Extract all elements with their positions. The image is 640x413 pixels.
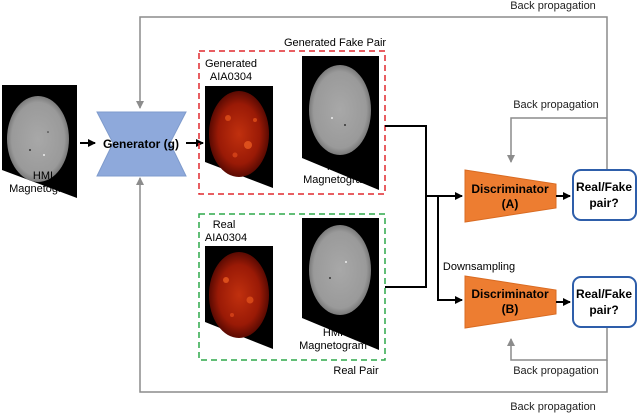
backprop-bottom-label: Back propagation <box>510 401 596 413</box>
generator-label: Generator (g) <box>103 137 179 151</box>
discriminator-b-line1: Discriminator <box>471 287 549 301</box>
real-aia-label-line2: AIA0304 <box>205 232 247 244</box>
output-a-box <box>572 169 637 221</box>
real-hmi-image <box>302 218 379 350</box>
discriminator-a-line2: (A) <box>502 197 519 211</box>
backprop-lower-label: Back propagation <box>513 365 599 377</box>
connector-real-pair <box>385 196 427 288</box>
fake-pair-box <box>198 50 386 195</box>
backprop-bottom-loop <box>136 177 608 393</box>
fake-aia-label-line2: AIA0304 <box>210 71 252 83</box>
discriminator-a-block <box>464 169 557 223</box>
downsampling-label: Downsampling <box>443 261 515 273</box>
fake-hmi-label-line1: HMI <box>327 161 347 173</box>
real-hmi-label-line2: Magnetogram <box>299 340 367 352</box>
fake-hmi-label-line2: Magnetogram <box>303 174 371 186</box>
backprop-top-loop <box>136 16 608 170</box>
output-b-line2: pair? <box>589 303 618 317</box>
discriminator-b-block <box>464 275 557 329</box>
real-hmi-label-line1: HMI <box>323 327 343 339</box>
output-b-line1: Real/Fake <box>576 287 632 301</box>
output-a-line1: Real/Fake <box>576 180 632 194</box>
real-pair-box <box>198 213 386 361</box>
backprop-upper-loop <box>507 117 607 163</box>
backprop-top-label: Back propagation <box>510 0 596 12</box>
fake-hmi-image <box>302 56 379 190</box>
output-b-box <box>572 276 637 328</box>
input-hmi-image <box>2 85 77 198</box>
connector-fake-pair <box>385 125 427 196</box>
fake-aia-label-line1: Generated <box>205 58 257 70</box>
input-label-line1: HMI <box>33 170 53 182</box>
backprop-lower-loop <box>507 328 608 361</box>
input-label-line2: Magnetogram <box>9 183 77 195</box>
generated-aia-image <box>205 86 273 188</box>
arrow-to-discriminator-b <box>437 196 463 304</box>
discriminator-b-line2: (B) <box>502 302 519 316</box>
discriminator-a-line1: Discriminator <box>471 182 549 196</box>
backprop-upper-label: Back propagation <box>513 99 599 111</box>
real-pair-caption: Real Pair <box>333 365 379 377</box>
generator-block <box>96 111 187 177</box>
output-a-line2: pair? <box>589 196 618 210</box>
real-aia-label-line1: Real <box>213 219 236 231</box>
real-aia-image <box>205 246 273 349</box>
fake-pair-caption: Generated Fake Pair <box>284 37 386 49</box>
